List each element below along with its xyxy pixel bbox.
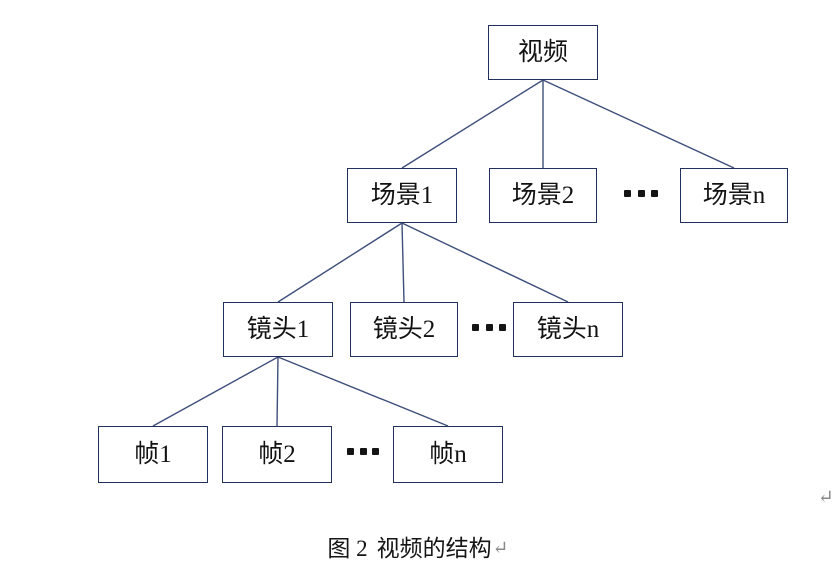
tree-edge [277, 356, 449, 427]
node-label: 帧1 [134, 441, 172, 468]
figure-caption-title: 视频的结构 [376, 536, 492, 561]
page-return-icon: ↵ [818, 487, 834, 508]
node-scene-3[interactable]: 场景n [680, 168, 788, 223]
tree-edge [542, 79, 735, 169]
node-video-1[interactable]: 视频 [488, 25, 598, 80]
node-frame-2[interactable]: 帧2 [222, 426, 332, 483]
tree-edge [401, 222, 569, 303]
node-label: 镜头1 [246, 316, 310, 343]
node-label: 帧2 [258, 441, 296, 468]
node-frame-3[interactable]: 帧n [393, 426, 503, 483]
node-scene-2[interactable]: 场景2 [489, 168, 597, 223]
figure-caption-label: 图 2 [327, 536, 368, 561]
node-label: 镜头2 [372, 316, 436, 343]
node-shot-3[interactable]: 镜头n [513, 302, 623, 357]
caption-return-icon: ↵ [492, 538, 509, 559]
tree-edge [152, 356, 279, 427]
tree-edge [401, 79, 544, 169]
node-label: 镜头n [536, 316, 600, 343]
node-label: 场景n [702, 182, 766, 209]
ellipsis-icon-scene [624, 190, 658, 197]
node-shot-1[interactable]: 镜头1 [223, 302, 333, 357]
node-scene-1[interactable]: 场景1 [347, 168, 457, 223]
tree-edge [401, 222, 405, 303]
tree-edge [277, 222, 403, 303]
node-label: 场景2 [511, 182, 575, 209]
node-label: 场景1 [370, 182, 434, 209]
node-shot-2[interactable]: 镜头2 [350, 302, 458, 357]
node-label: 视频 [517, 39, 568, 66]
figure-caption: 图 2 视频的结构↵ [0, 529, 836, 563]
tree-edge [276, 356, 279, 427]
ellipsis-icon-frame [347, 448, 379, 455]
ellipsis-icon-shot [472, 324, 506, 331]
node-label: 帧n [429, 441, 467, 468]
node-frame-1[interactable]: 帧1 [98, 426, 208, 483]
